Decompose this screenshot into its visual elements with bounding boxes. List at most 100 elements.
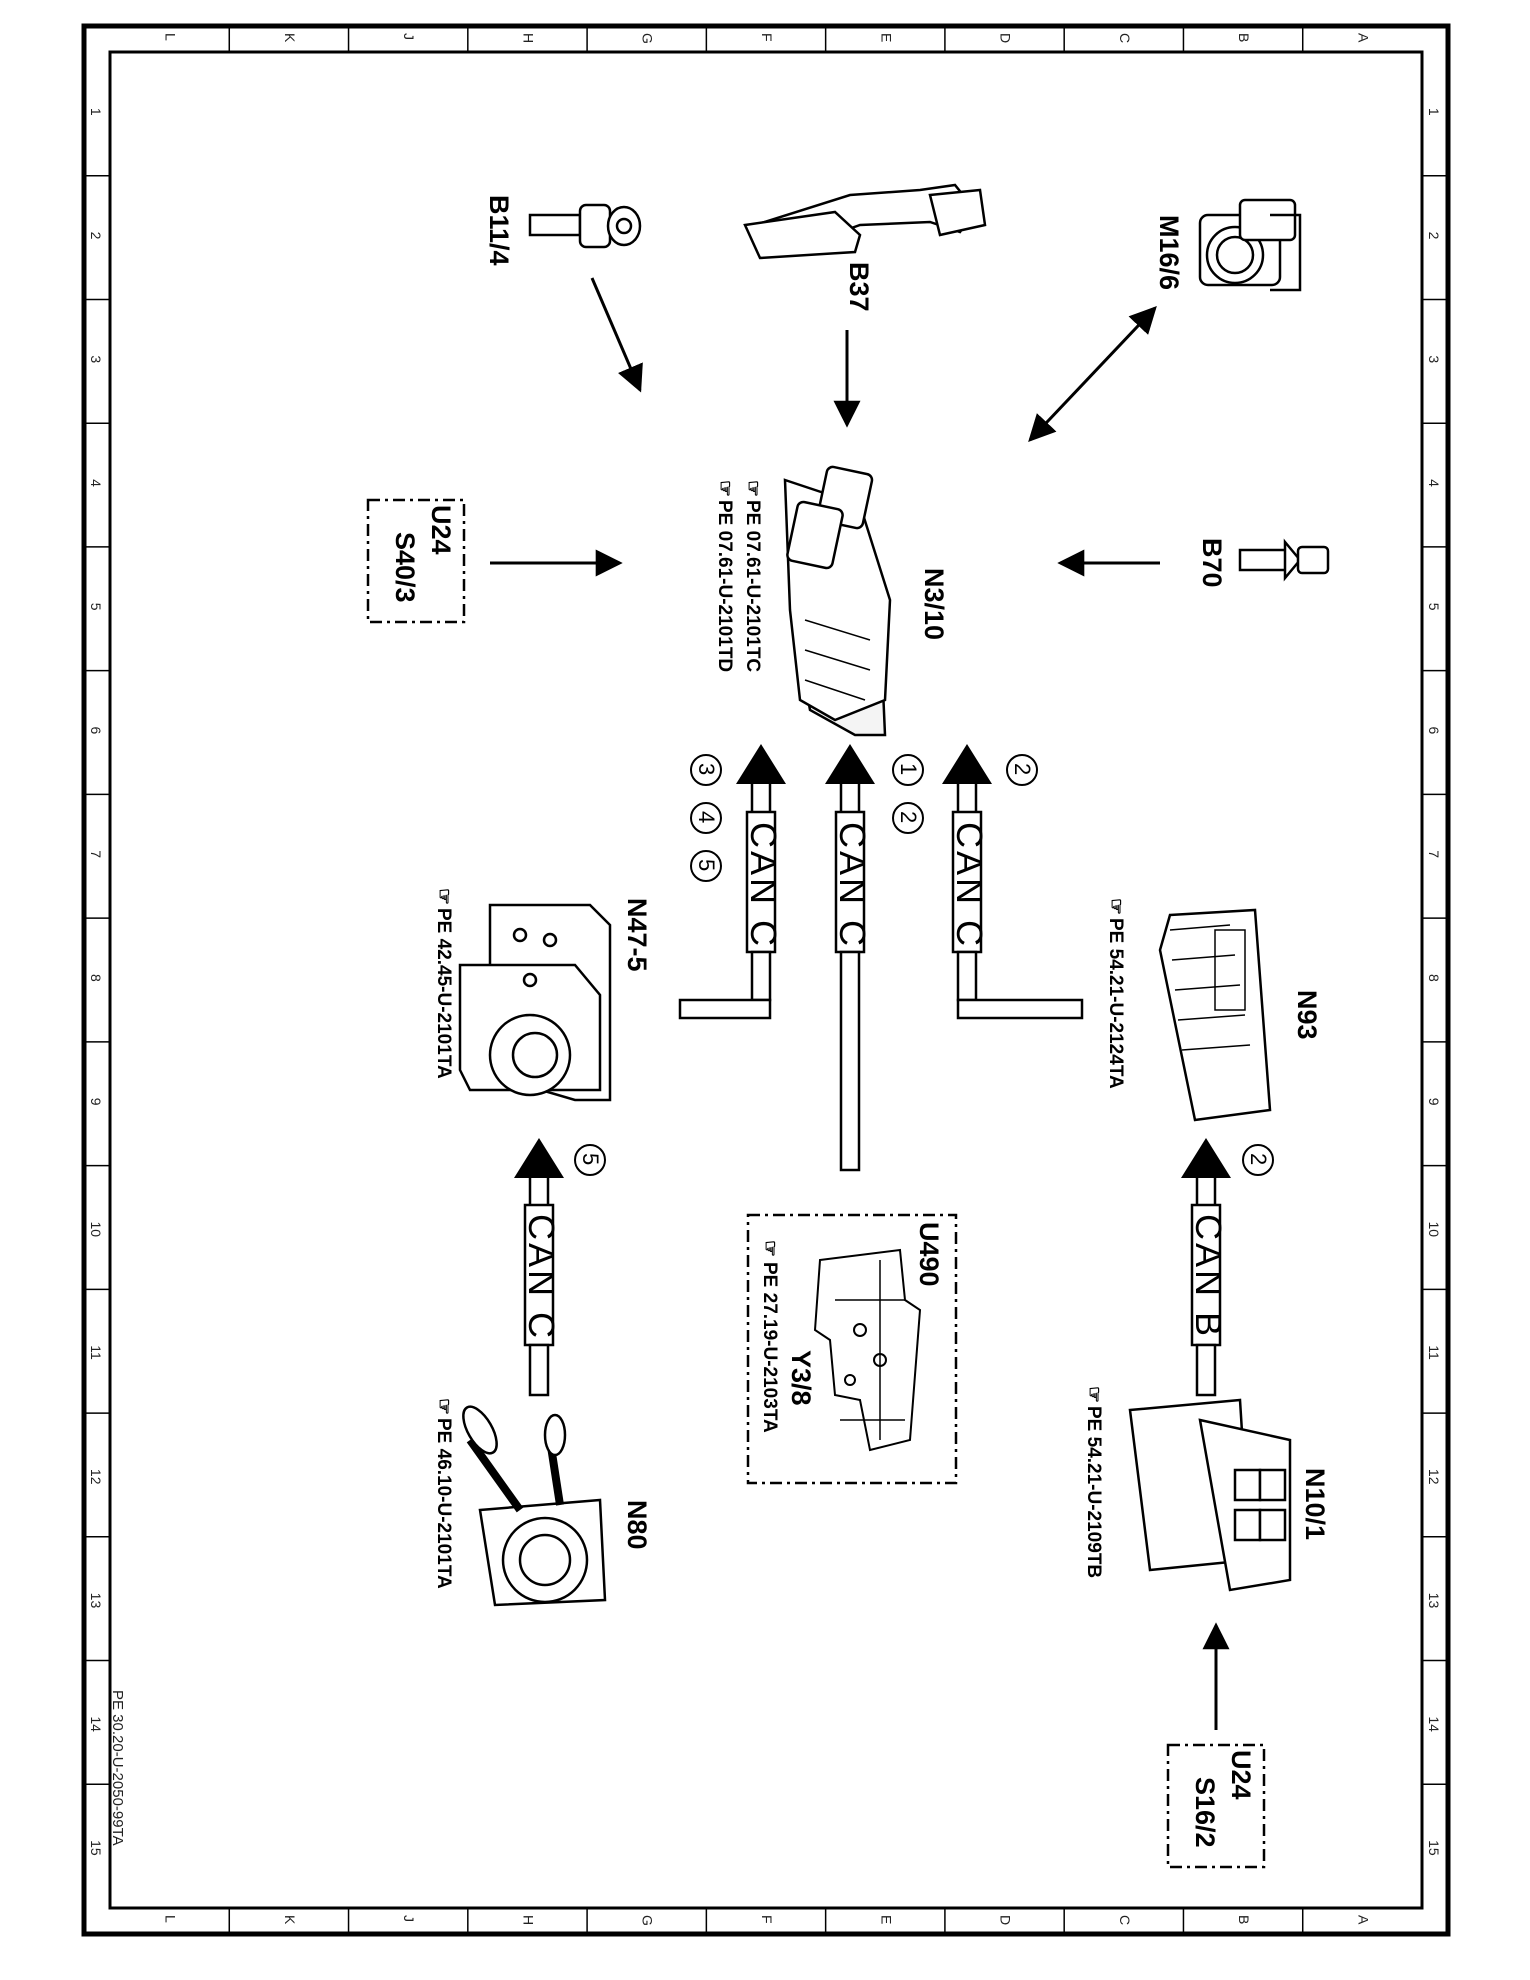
hand-pointer-icon: ☞: [433, 888, 454, 905]
n80-label: N80: [622, 1500, 652, 1550]
n47-5-ref: PE 42.45-U-2101TA: [433, 908, 454, 1079]
grid-row-label: 10: [88, 1221, 104, 1237]
hand-pointer-icon: ☞: [433, 1398, 454, 1415]
grid-col-label: B: [1236, 33, 1252, 42]
grid-row-label: 11: [1426, 1345, 1442, 1360]
u24-s40-3-label-2: S40/3: [390, 532, 420, 603]
grid-col-label: C: [1117, 33, 1133, 43]
grid-row-label: 6: [1426, 727, 1442, 735]
circle-number-4: 4: [694, 811, 719, 823]
grid-row-label: 6: [88, 727, 104, 735]
grid-row-label: 15: [88, 1840, 104, 1856]
svg-text:CAN C: CAN C: [743, 822, 784, 949]
grid-row-label: 9: [1426, 1098, 1442, 1106]
grid-col-label: A: [1355, 33, 1371, 43]
grid-row-label: 11: [88, 1345, 104, 1360]
grid-row-label: 12: [1426, 1469, 1442, 1485]
document-id: PE 30.20-U-2050-99TA: [109, 1690, 126, 1846]
grid-row-label: 2: [1426, 232, 1442, 240]
grid-row-label: 5: [1426, 603, 1442, 611]
grid-col-label: L: [163, 1915, 179, 1923]
grid-col-label: F: [759, 1915, 775, 1924]
n80-ref: PE 46.10-U-2101TA: [433, 1418, 454, 1589]
u24-s40-3-box: [366, 498, 466, 624]
grid-row-label: 5: [88, 603, 104, 611]
b11-4-label: B11/4: [484, 195, 514, 266]
b70-sensor-icon: [1238, 538, 1330, 582]
u24-s16-2-label-2: S16/2: [1190, 1777, 1220, 1848]
b37-pedal-icon: [743, 183, 987, 260]
grid-row-label: 14: [1426, 1716, 1442, 1732]
u490-label: U490: [914, 1222, 944, 1287]
grid-col-label: D: [998, 1915, 1014, 1925]
hand-pointer-icon: ☞: [1083, 1386, 1104, 1403]
circle-number-2b: 2: [1010, 763, 1035, 775]
circle-number-5b: 5: [578, 1153, 603, 1165]
circle-number-1: 1: [896, 763, 921, 775]
svg-text:CAN C: CAN C: [949, 822, 990, 949]
grid-col-label: F: [759, 33, 775, 42]
grid-col-label: H: [520, 1915, 536, 1925]
grid-col-label: K: [282, 1915, 298, 1925]
n10-1-label: N10/1: [1300, 1468, 1330, 1540]
u490-y3-8-box: [746, 1213, 958, 1485]
u24-s40-3-label-1: U24: [426, 505, 456, 555]
grid-row-label: 8: [1426, 974, 1442, 982]
grid-row-label: 10: [1426, 1221, 1442, 1237]
u490-ref: PE 27.19-U-2103TA: [759, 1262, 780, 1433]
hand-pointer-icon: ☞: [742, 480, 763, 497]
can-c-bus-u490: CAN C: [825, 744, 875, 1172]
u24-s16-2-label-1: U24: [1226, 1750, 1256, 1800]
grid-col-label: J: [401, 33, 417, 40]
b37-label: B37: [844, 262, 874, 312]
grid-row-label: 15: [1426, 1840, 1442, 1856]
n3-10-ref-2: PE 07.61-U-2101TD: [714, 500, 735, 672]
grid-row-label: 8: [88, 974, 104, 982]
grid-row-label: 4: [1426, 479, 1442, 487]
circle-number-5: 5: [694, 859, 719, 871]
b11-4-arrow: [590, 277, 643, 393]
grid-col-label: B: [1236, 1915, 1252, 1924]
can-c-bus-n47-5: CAN C: [678, 744, 786, 1020]
can-c-bus-n80: CAN C: [514, 1138, 564, 1397]
n3-10-control-unit-icon: [783, 465, 892, 737]
n3-10-ref-1: PE 07.61-U-2101TC: [742, 500, 763, 672]
grid-row-label: 1: [1426, 108, 1442, 116]
b11-4-sensor-icon: [528, 203, 642, 249]
circled-number-badge: [574, 1144, 606, 1176]
circle-number-2: 2: [896, 811, 921, 823]
circle-number-2c: 2: [1246, 1153, 1271, 1165]
grid-col-label: E: [878, 33, 894, 42]
hand-pointer-icon: ☞: [714, 480, 735, 497]
grid-row-label: 13: [88, 1593, 104, 1609]
n93-label: N93: [1292, 990, 1322, 1040]
grid-col-label: E: [878, 1915, 894, 1924]
m16-6-label: M16/6: [1154, 215, 1184, 290]
b70-label: B70: [1197, 538, 1227, 588]
grid-col-label: L: [163, 33, 179, 41]
grid-row-label: 4: [88, 479, 104, 487]
can-b-bus-n10-1: CAN B: [1181, 1138, 1231, 1397]
grid-col-label: J: [401, 1915, 417, 1922]
grid-row-label: 3: [88, 355, 104, 363]
svg-text:CAN C: CAN C: [832, 822, 873, 949]
circled-number-badges: [690, 754, 1038, 882]
grid-row-label: 9: [88, 1098, 104, 1106]
circled-number-badge: [1242, 1144, 1274, 1176]
n47-5-hydraulic-unit-icon: [458, 903, 612, 1102]
m16-6-throttle-icon: [1198, 198, 1302, 292]
grid-row-label: 7: [88, 850, 104, 858]
n47-5-label: N47-5: [622, 898, 652, 972]
grid-row-label: 1: [88, 108, 104, 116]
circle-number-3: 3: [694, 763, 719, 775]
inner-frame: [108, 50, 1424, 1910]
grid-col-label: D: [998, 33, 1014, 43]
n3-10-label: N3/10: [919, 568, 949, 640]
grid-col-label: C: [1117, 1915, 1133, 1925]
grid-col-label: H: [520, 33, 536, 43]
grid-col-label: G: [640, 1915, 656, 1926]
grid-ticks: [84, 26, 1448, 1934]
u490-valve-body-icon: [813, 1248, 922, 1452]
n10-1-fuse-relay-module-icon: [1128, 1398, 1292, 1592]
